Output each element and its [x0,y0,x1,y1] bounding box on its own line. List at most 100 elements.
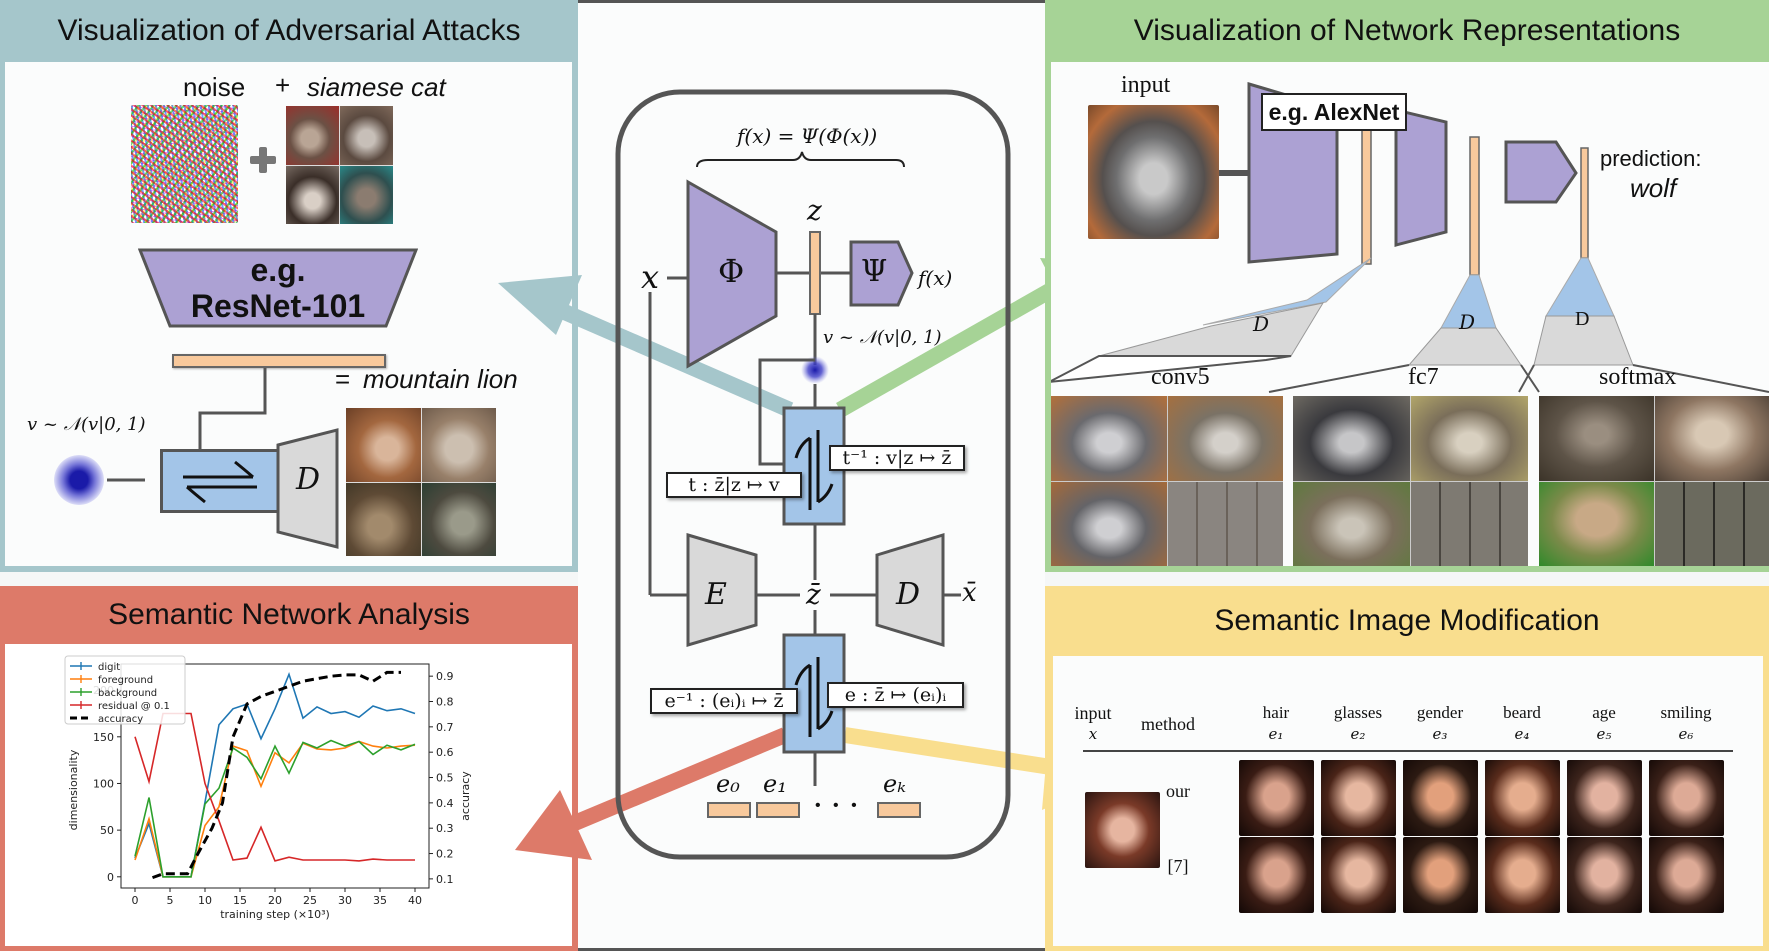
t-forward-label: t : z̄|z ↦ v [666,472,802,498]
noise-image [131,105,238,223]
factor-ellipsis: • • • [815,797,861,814]
y-tick-label: 150 [93,731,114,744]
panel-title: Semantic Network Analysis [108,598,470,631]
x-tick-label: 10 [198,894,212,907]
fc-layers-shape [1394,108,1448,247]
header-attribute-symbol: e₆ [1678,725,1694,743]
x-tick-label: 5 [167,894,174,907]
plus-icon [250,147,276,173]
target-class-label: siamese cat [307,72,446,102]
modified-face-image [1403,837,1478,913]
header-attribute-beard: beard [1503,703,1541,722]
modified-face-image [1239,837,1314,913]
header-input: input [1074,703,1112,723]
panel-title: Semantic Image Modification [1214,604,1600,637]
modified-face-image [1649,760,1724,836]
x-tick-label: 0 [132,894,139,907]
factor-label-e0: e₀ [716,770,740,798]
header-method: method [1141,714,1195,734]
modified-face-image [1567,837,1642,913]
prediction-value: wolf [1630,173,1677,203]
x-tick-label: 15 [233,894,247,907]
zbar-label: z̄ [806,578,821,611]
e-inverse-label: e⁻¹ : (eᵢ)ᵢ ↦ z̄ [650,688,798,714]
x-tick-label: 25 [303,894,317,907]
factor-bar-eK [877,802,921,818]
legend-label: residual @ 0.1 [98,701,170,712]
panel-title: Visualization of Adversarial Attacks [57,14,521,47]
y-tick-label: 100 [93,777,114,790]
conv5-generated-images [1051,396,1283,566]
x-tick-label: 35 [373,894,387,907]
layer-label-conv5: conv5 [1151,364,1210,390]
gaussian-noise-blob [54,455,104,505]
embedding-bar [172,354,386,368]
decoder-label: D [896,577,921,612]
e-forward-label: e : z̄ ↦ (eᵢ)ᵢ [827,682,964,708]
phi-network-shape [686,179,778,369]
header-attribute-gender: gender [1416,703,1464,722]
center-framework-diagram [615,89,1011,860]
panel-body: input e.g. AlexNet pred [1051,62,1769,566]
modified-face-image [1485,760,1560,836]
y-tick-label: 50 [100,824,114,837]
factor-bar-e1 [756,802,800,818]
siamese-cat-images [286,106,393,224]
panel-title: Visualization of Network Representations [1133,14,1681,47]
decoder-shape [276,428,339,549]
psi-network-shape [849,240,914,307]
modified-face-image [1567,760,1642,836]
plus-label: + [275,70,291,100]
y2-tick-label: 0.4 [436,797,454,810]
modified-face-image [1649,837,1724,913]
header-attribute-symbol: e₅ [1596,725,1612,743]
y-axis-label: dimensionality [67,749,80,830]
formula-label: f(x) = Ψ(Φ(x)) [737,124,878,148]
layer-label-fc7: fc7 [1408,364,1439,390]
fc7-generated-images [1293,396,1528,566]
gaussian-noise-blob [801,356,829,384]
y2-axis-label: accuracy [459,771,472,821]
x-label: x [641,258,660,296]
series-line-accuracy [151,670,401,880]
input-label: input [1121,72,1171,98]
resnet-network-shape [138,248,418,328]
z-label: z [807,194,822,227]
e-bidirectional-arrows-icon [794,657,834,737]
header-attribute-glasses: glasses [1333,703,1383,722]
softmax-generated-images [1539,396,1769,566]
series-line-foreground [134,740,416,878]
mountain-lion-images [346,408,496,556]
header-attribute-symbol: e₁ [1268,725,1284,743]
framework-container [615,89,1011,860]
y2-tick-label: 0.9 [436,670,454,683]
formula-brace [696,151,905,168]
decoder-shape [875,532,945,648]
modified-face-image [1239,760,1314,836]
y2-tick-label: 0.5 [436,772,454,785]
series-line-background [134,739,416,878]
network-label: e.g. AlexNet [1261,93,1407,131]
y2-tick-label: 0.6 [436,746,454,759]
method-label-ref7: [7] [1167,856,1189,876]
panel-semantic-image-modification: Semantic Image Modification input x meth… [1045,586,1769,951]
legend-label: background [98,688,157,699]
header-attribute-smiling: smiling [1660,703,1712,722]
header-attribute-symbol: e₃ [1432,725,1448,743]
encoder-shape [686,532,758,648]
header-attribute-hair: hair [1262,703,1290,722]
y-tick-label: 0 [107,871,114,884]
xbar-label: x̄ [962,578,977,608]
decoder-label-softmax: D [1575,308,1590,330]
y2-tick-label: 0.7 [436,721,454,734]
conv5-bar [1361,109,1372,265]
modified-face-image [1321,760,1396,836]
fc7-bar [1469,136,1480,276]
network-label-line2: ResNet-101 [190,288,366,324]
x-tick-label: 30 [338,894,352,907]
header-input-symbol: x [1088,725,1098,743]
encoder-label: E [705,577,727,612]
modified-face-image [1403,760,1478,836]
